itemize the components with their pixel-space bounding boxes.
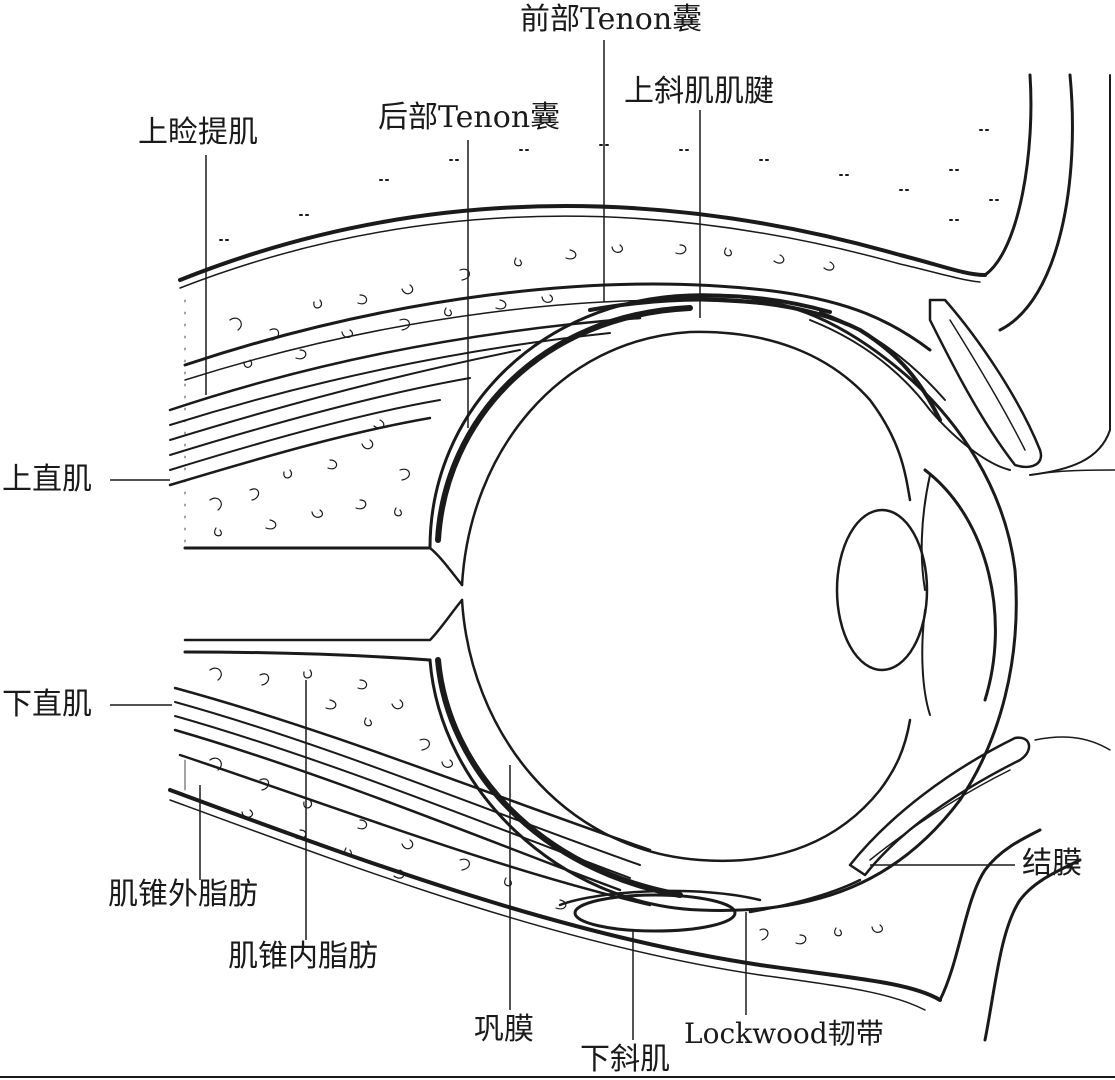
label-superior-oblique-tendon: 上斜肌肌腱 bbox=[624, 74, 774, 109]
label-extraconal-fat: 肌锥外脂肪 bbox=[108, 877, 258, 912]
label-levator: 上睑提肌 bbox=[138, 115, 258, 150]
label-intraconal-fat: 肌锥内脂肪 bbox=[228, 939, 378, 974]
inferior-oblique bbox=[573, 893, 737, 933]
optic-nerve-top bbox=[183, 546, 464, 587]
upper-eyelid bbox=[928, 298, 1043, 469]
label-sclera: 巩膜 bbox=[474, 1012, 534, 1047]
orbital-floor bbox=[168, 788, 942, 1002]
orbital-roof-inner bbox=[179, 215, 981, 289]
cornea bbox=[923, 468, 997, 702]
label-superior-rectus: 上直肌 bbox=[2, 462, 92, 497]
label-conjunctiva: 结膜 bbox=[1022, 846, 1082, 881]
levator-line bbox=[183, 282, 932, 367]
label-lockwood: Lockwood韧带 bbox=[684, 1017, 884, 1050]
optic-nerve-bottom bbox=[183, 598, 464, 642]
label-inferior-rectus: 下直肌 bbox=[2, 687, 92, 722]
label-anterior-tenon: 前部Tenon囊 bbox=[520, 2, 703, 37]
inferior-rectus-line-1 bbox=[173, 686, 652, 852]
globe-inner bbox=[460, 330, 912, 587]
label-posterior-tenon: 后部Tenon囊 bbox=[378, 100, 561, 135]
lens bbox=[835, 508, 929, 672]
orbital-roof bbox=[178, 204, 987, 282]
label-inferior-oblique: 下斜肌 bbox=[580, 1042, 670, 1077]
